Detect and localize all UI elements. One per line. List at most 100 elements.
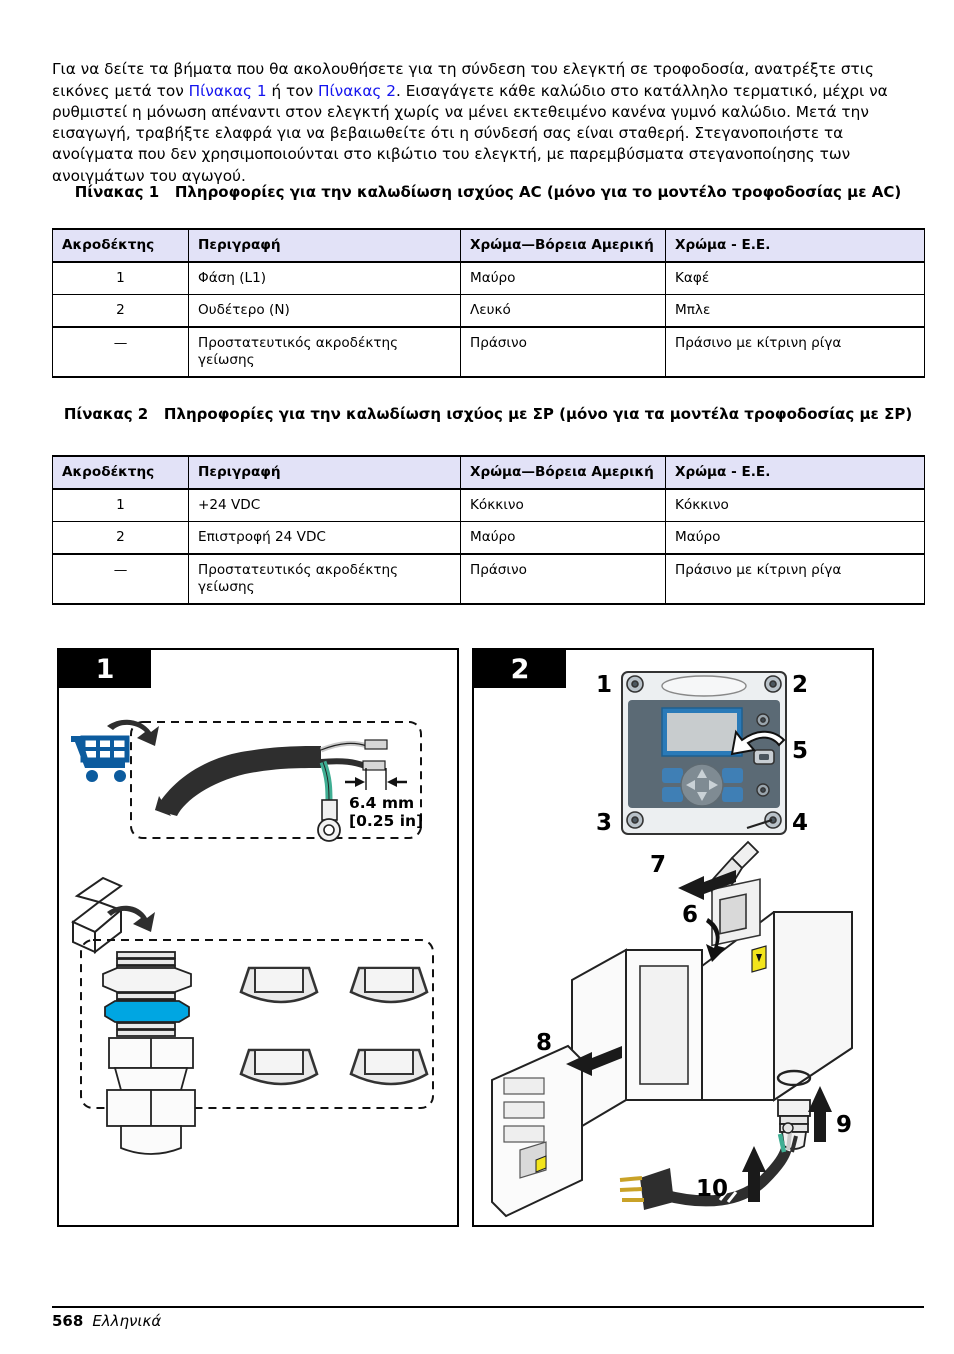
key-back [662, 787, 683, 802]
table-1-caption: Πίνακας 1 Πληροφορίες για την καλωδίωση … [52, 182, 924, 202]
key-enter [722, 787, 743, 802]
table-1-r0-color-eu: Καφέ [665, 261, 925, 295]
table-1-r1-color-na: Λευκό [460, 294, 666, 328]
lug-barrel [321, 799, 338, 821]
intro-text-part3: . Εισαγάγετε κάθε καλώδιο στο κατάλληλο … [52, 81, 888, 185]
table-2-r2-color-eu: Πράσινο με κίτρινη ρίγα [665, 553, 925, 605]
faceplate-screw [626, 675, 644, 693]
table-1-caption-text: Πληροφορίες για την καλωδίωση ισχύος AC … [174, 183, 902, 201]
table-2-r0-terminal: 1 [52, 488, 189, 522]
table-2-r1-color-na: Μαύρο [460, 521, 666, 555]
sealing-plug [349, 1048, 429, 1086]
table-1-r0-color-na: Μαύρο [460, 261, 666, 295]
table-ac-power-wiring: Ακροδέκτης Περιγραφή Χρώμα—Βόρεια Αμερικ… [52, 228, 925, 378]
callout-6: 6 [682, 902, 698, 928]
callout-10: 10 [696, 1176, 728, 1202]
table-row: 1 +24 VDC Κόκκινο Κόκκινο [52, 488, 925, 522]
table-2-r1-terminal: 2 [52, 521, 189, 555]
navigation-pad [680, 763, 724, 807]
table-1-header-color-na: Χρώμα—Βόρεια Αμερική [460, 228, 666, 263]
arrow-cart-to-cable [107, 719, 159, 746]
sealing-plug [239, 1048, 319, 1086]
table-row: 1 Φάση (L1) Μαύρο Καφέ [52, 261, 925, 295]
gasket-o-ring [776, 1069, 812, 1087]
intro-text-part2: ή τον [266, 81, 318, 100]
table-header-row: Ακροδέκτης Περιγραφή Χρώμα—Βόρεια Αμερικ… [52, 228, 925, 263]
table-row: — Προστατευτικός ακροδέκτης γείωσης Πράσ… [52, 553, 925, 605]
table-2-header-description: Περιγραφή [188, 455, 461, 490]
cable-gland [102, 951, 196, 1155]
controller-enclosure [571, 911, 853, 1134]
callout-arrow-6 [706, 918, 726, 962]
warning-triangle-icon [756, 954, 762, 962]
table-1-r0-description: Φάση (L1) [188, 261, 461, 295]
footer-language-label: Ελληνικά [92, 1312, 162, 1330]
figure-panel-2: 1 2 3 4 5 [472, 648, 874, 1227]
terminal-compartment [711, 878, 761, 947]
dimension-label-mm: 6.4 mm [349, 794, 414, 812]
table-1-r2-color-eu: Πράσινο με κίτρινη ρίγα [665, 326, 925, 378]
callout-1: 1 [596, 672, 612, 698]
table-1-r2-description: Προστατευτικός ακροδέκτης γείωσης [188, 326, 461, 378]
display-screen [667, 713, 737, 751]
table-row: — Προστατευτικός ακροδέκτης γείωσης Πράσ… [52, 326, 925, 378]
table-2-header-terminal: Ακροδέκτης [52, 455, 189, 490]
figure-1-illustration: 6.4 mm [0.25 in] [71, 719, 434, 1155]
table-1-r0-terminal: 1 [52, 261, 189, 295]
side-fastener [756, 783, 770, 797]
table-2-header-color-na: Χρώμα—Βόρεια Αμερική [460, 455, 666, 490]
arrow-up-icon [697, 769, 707, 778]
table-2-r0-description: +24 VDC [188, 488, 461, 522]
arrow-box-to-parts [107, 905, 155, 932]
dashed-region-cable [130, 721, 422, 839]
figure-1-number-badge: 1 [59, 650, 151, 688]
callout-arrow-7 [678, 870, 736, 900]
table-2-r0-color-na: Κόκκινο [460, 488, 666, 522]
open-box-icon [71, 876, 123, 955]
stripped-tip-upper [364, 739, 388, 750]
table-2-caption: Πίνακας 2 Πληροφορίες για την καλωδίωση … [52, 404, 924, 424]
key-menu [662, 768, 683, 783]
table-1-r2-color-na: Πράσινο [460, 326, 666, 378]
key-home [722, 768, 743, 783]
table-1-r1-description: Ουδέτερο (N) [188, 294, 461, 328]
footer-divider [52, 1306, 924, 1308]
cord-ground-wire [777, 1133, 787, 1153]
table-2-r2-color-na: Πράσινο [460, 553, 666, 605]
arrow-left-icon [686, 780, 695, 790]
table-2-r2-description: Προστατευτικός ακροδέκτης γείωσης [188, 553, 461, 605]
table-1-header-color-eu: Χρώμα - Ε.Ε. [665, 228, 925, 263]
high-voltage-cover [491, 1044, 583, 1218]
callout-arrow-10 [742, 1146, 766, 1202]
table-2-caption-label: Πίνακας 2 [63, 405, 149, 423]
intro-paragraph: Για να δείτε τα βήματα που θα ακολουθήσε… [52, 59, 924, 187]
link-table-2[interactable]: Πίνακας 2 [318, 81, 396, 100]
table-1-caption-label: Πίνακας 1 [74, 183, 160, 201]
link-table-1[interactable]: Πίνακας 1 [188, 81, 267, 100]
callout-2: 2 [792, 672, 808, 698]
arrow-right-icon [709, 780, 718, 790]
figure-2-number-badge: 2 [474, 650, 566, 688]
cord-ring-lug [782, 1122, 794, 1134]
dimension-arrows [345, 768, 407, 790]
plug-body [640, 1168, 674, 1210]
side-fastener [756, 713, 770, 727]
keypad [662, 763, 743, 807]
controller-faceplate [621, 671, 787, 835]
table-2-r2-terminal: — [52, 553, 189, 605]
table-1-r1-terminal: 2 [52, 294, 189, 328]
o-ring-blue [104, 1000, 190, 1023]
callout-arrow-9 [808, 1086, 832, 1142]
table-row: 2 Ουδέτερο (N) Λευκό Μπλε [52, 294, 925, 328]
arrow-down-icon [697, 792, 707, 801]
callout-8: 8 [536, 1030, 552, 1056]
table-2-r1-description: Επιστροφή 24 VDC [188, 521, 461, 555]
sealing-plug [239, 966, 319, 1004]
table-1-header-description: Περιγραφή [188, 228, 461, 263]
plug-prongs [619, 1176, 644, 1202]
figure-panel-1: 6.4 mm [0.25 in] [57, 648, 459, 1227]
table-1-r1-color-eu: Μπλε [665, 294, 925, 328]
faceplate-screw [764, 675, 782, 693]
dashed-region-parts [80, 939, 434, 1109]
